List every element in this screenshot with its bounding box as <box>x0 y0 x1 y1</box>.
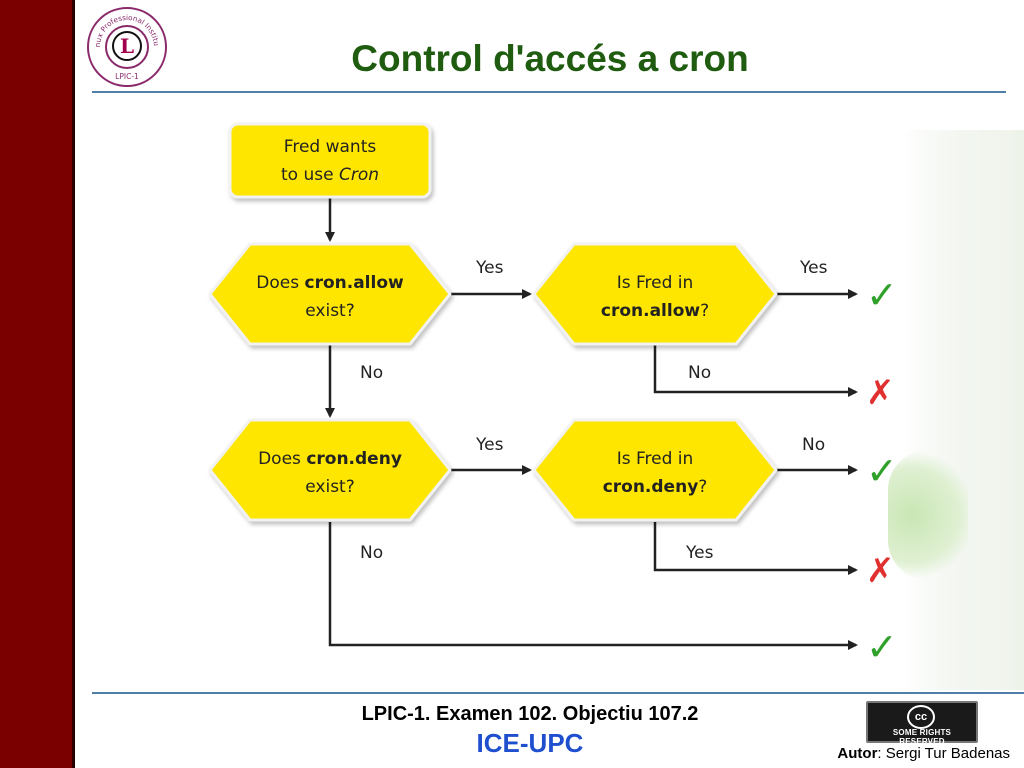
q4-line1: Is Fred in <box>617 449 694 469</box>
cc-license-badge[interactable]: cc SOME RIGHTS RESERVED <box>866 701 978 746</box>
logo-center-glyph: L <box>120 34 134 58</box>
q1-line2: exist? <box>305 301 355 321</box>
cc-license-text: SOME RIGHTS RESERVED <box>892 728 952 746</box>
title-divider <box>92 91 1006 93</box>
q2-decision <box>532 242 778 346</box>
q4-line2: cron.deny? <box>603 477 708 497</box>
footer-course: LPIC-1. Examen 102. Objectiu 107.2 <box>361 703 699 725</box>
q3-line1: Does cron.deny <box>258 449 402 469</box>
arrow-q4-yes <box>653 522 858 575</box>
footer-divider <box>92 692 1024 694</box>
arrow-q3-no <box>328 522 858 650</box>
connectors <box>325 197 858 650</box>
label-q4-yes: Yes <box>685 543 714 563</box>
q1-line1: Does cron.allow <box>256 273 404 293</box>
label-q3-yes: Yes <box>475 435 504 455</box>
check-icon: ✓ <box>866 273 898 317</box>
label-q2-yes: Yes <box>799 258 828 278</box>
q1-decision <box>208 242 452 346</box>
start-box <box>228 122 432 199</box>
check-icon: ✓ <box>866 625 898 669</box>
footer-org: ICE-UPC <box>476 728 584 758</box>
cross-icon: ✗ <box>866 373 895 413</box>
label-q3-no: No <box>360 543 383 563</box>
q4-decision <box>532 418 778 522</box>
label-q2-no: No <box>688 363 711 383</box>
arrow-q2-no <box>653 345 858 397</box>
q2-line1: Is Fred in <box>617 273 694 293</box>
q3-decision <box>208 418 452 522</box>
author-name: : Sergi Tur Badenas <box>877 745 1010 762</box>
q2-line2: cron.allow? <box>601 301 709 321</box>
cc-icon: cc <box>907 705 935 729</box>
lpi-logo: L Linux Professional Institute LPIC-1 <box>86 6 167 87</box>
label-q1-yes: Yes <box>475 258 504 278</box>
page-title: Control d'accés a cron <box>351 38 749 79</box>
author-label: Autor <box>837 745 878 762</box>
left-sidebar-bar <box>0 0 75 768</box>
cross-icon: ✗ <box>866 551 895 591</box>
label-q1-no: No <box>360 363 383 383</box>
background-gradient <box>900 130 1024 690</box>
background-green-blob <box>888 450 968 580</box>
logo-bottom-text: LPIC-1 <box>115 72 139 81</box>
start-line1: Fred wants <box>284 137 377 157</box>
author-credit: Autor: Sergi Tur Badenas <box>780 745 1010 762</box>
label-q4-no: No <box>802 435 825 455</box>
start-line2: to use Cron <box>281 165 379 185</box>
q3-line2: exist? <box>305 477 355 497</box>
check-icon: ✓ <box>866 449 898 493</box>
